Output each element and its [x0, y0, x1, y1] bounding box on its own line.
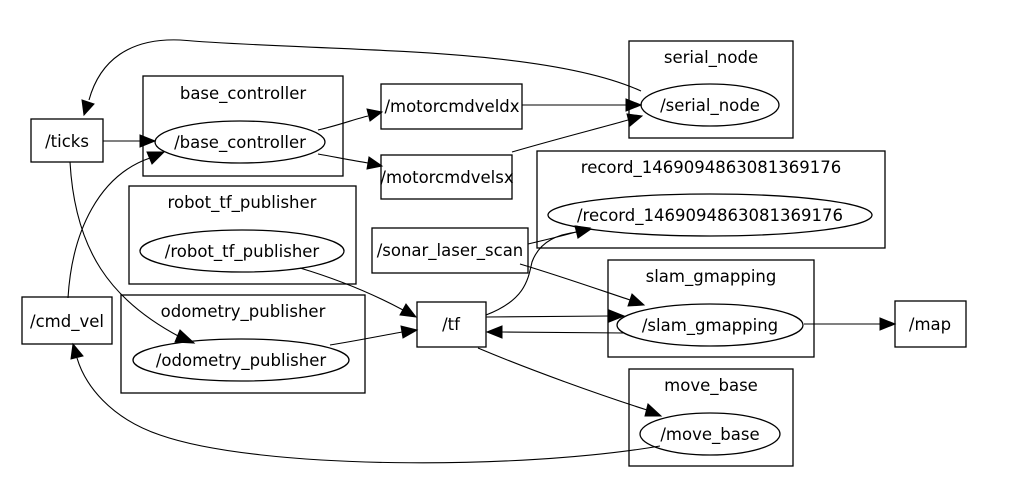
edge-motorcmdvelsx-to-serial-node	[511, 119, 629, 153]
topic-motorcmdvelsx[interactable]: /motorcmdvelsx	[380, 154, 514, 200]
arrowhead	[625, 98, 643, 112]
topic-label: /tf	[442, 315, 461, 334]
cluster-label: move_base	[664, 376, 758, 396]
edge-move-base-to-cmd-vel	[76, 357, 661, 464]
node-label: /base_controller	[174, 133, 306, 153]
node-slam-gmapping[interactable]: /slam_gmapping	[616, 303, 804, 347]
arrowhead	[644, 403, 663, 417]
edge-slam-gmapping-to-tf	[501, 331, 625, 334]
node-label: /serial_node	[660, 96, 760, 116]
edge-serial-node-to-ticks	[88, 39, 642, 101]
cluster-serial-node: serial_node	[628, 40, 794, 139]
topic-ticks[interactable]: /ticks	[30, 118, 104, 163]
edge-base-controller-to-motorcmdveldx	[317, 115, 369, 131]
arrowhead	[366, 156, 384, 170]
cluster-label: odometry_publisher	[161, 302, 326, 322]
topic-label: /motorcmdvelsx	[380, 168, 513, 187]
topic-tf[interactable]: /tf	[416, 301, 487, 348]
cluster-record: record_1469094863081369176	[536, 150, 886, 249]
edge-base-controller-to-motorcmdvelsx	[317, 153, 369, 164]
topic-label: /motorcmdveldx	[384, 97, 519, 116]
edge-cmd-vel-to-base-controller	[67, 157, 151, 299]
cluster-robot-tf-publisher: robot_tf_publisher	[128, 185, 357, 285]
topic-label: /map	[909, 315, 951, 334]
arrowhead	[70, 342, 84, 360]
edge-odometry-publisher-to-tf	[329, 331, 403, 346]
edges	[67, 39, 897, 464]
node-label: /odometry_publisher	[156, 351, 326, 371]
arrowhead	[627, 293, 646, 307]
cluster-label: base_controller	[180, 84, 307, 104]
cluster-move-base: move_base	[628, 368, 794, 467]
node-label: /record_1469094863081369176	[577, 206, 843, 226]
cluster-base-controller: base_controller	[142, 75, 344, 177]
node-robot-tf-publisher[interactable]: /robot_tf_publisher	[139, 229, 345, 273]
node-serial-node[interactable]: /serial_node	[640, 83, 780, 127]
node-record[interactable]: /record_1469094863081369176	[547, 193, 873, 237]
cluster-label: slam_gmapping	[646, 267, 777, 287]
cluster-label: robot_tf_publisher	[168, 193, 317, 213]
topic-sonar-laser-scan[interactable]: /sonar_laser_scan	[371, 227, 529, 274]
topic-label: /sonar_laser_scan	[377, 241, 524, 261]
arrowhead	[139, 134, 157, 148]
arrowhead	[366, 108, 384, 122]
edge-ticks-to-odometry-publisher	[69, 161, 181, 338]
arrowhead	[400, 325, 419, 339]
cluster-label: record_1469094863081369176	[581, 158, 841, 178]
topic-cmd-vel[interactable]: /cmd_vel	[21, 296, 113, 345]
arrowhead	[146, 151, 166, 165]
topic-label: /cmd_vel	[30, 312, 104, 332]
topic-label: /ticks	[45, 132, 89, 151]
topic-motorcmdveldx[interactable]: /motorcmdveldx	[380, 83, 523, 130]
node-label: /move_base	[660, 425, 759, 445]
node-label: /robot_tf_publisher	[165, 242, 320, 262]
edge-robot-tf-publisher-to-tf	[299, 267, 404, 311]
node-base-controller[interactable]: /base_controller	[154, 120, 326, 164]
node-odometry-publisher[interactable]: /odometry_publisher	[132, 338, 350, 382]
arrowhead	[399, 303, 418, 318]
node-move-base[interactable]: /move_base	[639, 412, 781, 456]
node-label: /slam_gmapping	[642, 316, 778, 336]
cluster-label: serial_node	[664, 48, 758, 68]
edge-tf-to-record	[485, 231, 578, 316]
arrowhead	[879, 317, 897, 331]
edge-sonar-to-slam-gmapping	[519, 263, 631, 301]
topic-map[interactable]: /map	[894, 300, 967, 348]
cluster-odometry-publisher: odometry_publisher	[120, 294, 366, 394]
arrowhead	[81, 99, 95, 117]
cluster-slam-gmapping: slam_gmapping	[607, 259, 815, 358]
arrowhead	[608, 309, 626, 323]
arrowhead	[485, 325, 503, 339]
edge-tf-to-slam-gmapping	[485, 315, 610, 318]
